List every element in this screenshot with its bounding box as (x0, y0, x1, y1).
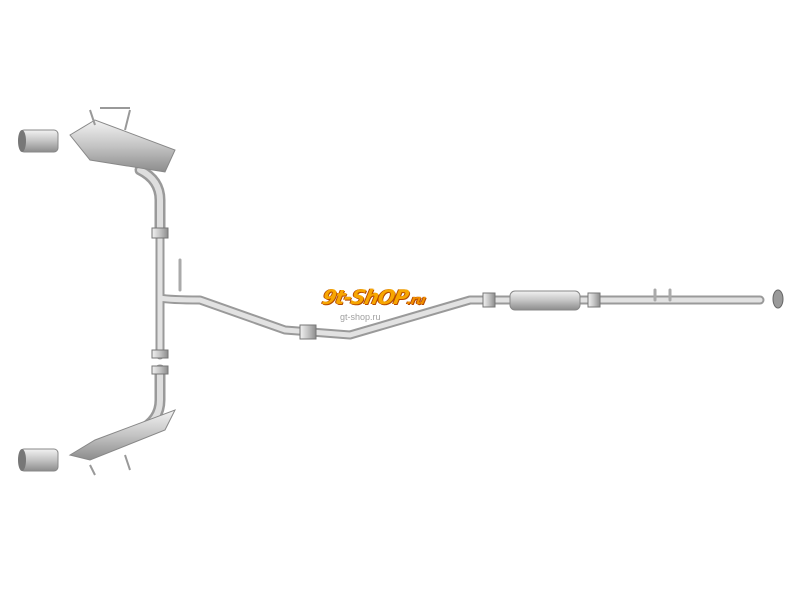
upper-muffler (69, 107, 176, 173)
watermark-text: gt-shop.ru (340, 312, 381, 322)
watermark-main: 9t-ShOP (320, 285, 411, 309)
watermark-logo: 9t-ShOP.ru (319, 285, 485, 315)
clamp (482, 292, 496, 308)
clamp (151, 227, 169, 239)
watermark-suffix: .ru (405, 293, 427, 308)
resonator (509, 290, 581, 311)
clamp (151, 349, 169, 359)
lower-muffler (68, 409, 177, 476)
upper-tip (18, 129, 59, 153)
lower-tip (18, 448, 59, 472)
clamp (587, 292, 601, 308)
clamp (151, 365, 169, 375)
inlet-flange (772, 289, 784, 309)
clamp (299, 324, 317, 340)
